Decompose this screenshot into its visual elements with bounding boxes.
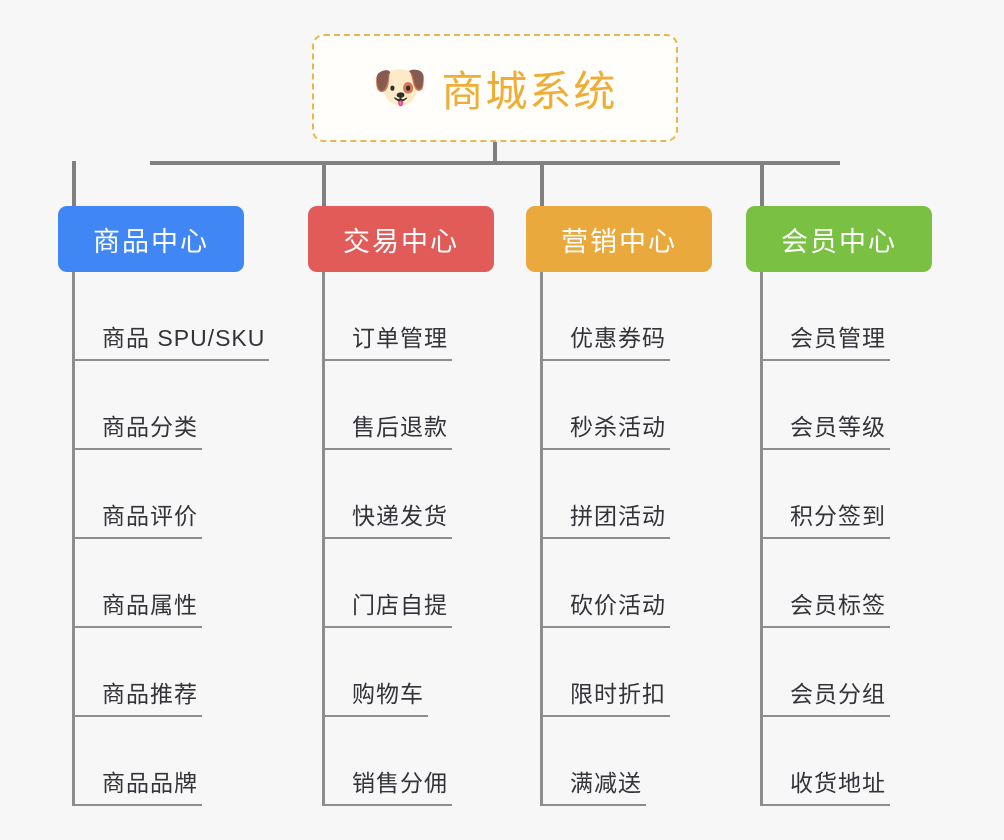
leaf-connector-rule (760, 626, 790, 628)
leaf-item[interactable]: 积分签到 (760, 450, 890, 539)
connector-drop-member-center (760, 161, 764, 209)
leaf-label: 订单管理 (348, 319, 452, 361)
leaf-column-product-center: 商品 SPU/SKU 商品分类商品评价商品属性商品推荐商品品牌 (72, 272, 270, 806)
leaf-connector-rule (760, 359, 790, 361)
leaf-label: 商品品牌 (98, 764, 202, 806)
leaf-label: 收货地址 (786, 764, 890, 806)
leaf-label: 销售分佣 (348, 764, 452, 806)
leaf-item[interactable]: 砍价活动 (540, 539, 670, 628)
leaf-connector-rule (72, 804, 102, 806)
leaf-connector-rule (540, 448, 570, 450)
leaf-label: 商品 SPU/SKU (98, 319, 270, 361)
leaf-item[interactable]: 会员标签 (760, 539, 890, 628)
leaf-connector-rule (540, 537, 570, 539)
leaf-item[interactable]: 商品品牌 (72, 717, 269, 806)
category-label: 商品中心 (93, 226, 209, 257)
leaf-connector-rule (540, 715, 570, 717)
leaf-connector-rule (72, 448, 102, 450)
leaf-label: 优惠券码 (566, 319, 670, 361)
leaf-connector-rule (322, 448, 352, 450)
leaf-item[interactable]: 购物车 (322, 628, 452, 717)
leaf-connector-rule (322, 359, 352, 361)
leaf-label: 快递发货 (348, 497, 452, 539)
leaf-item[interactable]: 满减送 (540, 717, 670, 806)
leaf-connector-rule (322, 804, 352, 806)
leaf-item[interactable]: 商品推荐 (72, 628, 269, 717)
leaf-item[interactable]: 商品评价 (72, 450, 269, 539)
leaf-item[interactable]: 会员等级 (760, 361, 890, 450)
leaf-item[interactable]: 会员分组 (760, 628, 890, 717)
leaf-label: 砍价活动 (566, 586, 670, 628)
leaf-label: 商品推荐 (98, 675, 202, 717)
leaf-connector-rule (760, 804, 790, 806)
leaf-connector-rule (760, 448, 790, 450)
leaf-connector-rule (322, 537, 352, 539)
leaf-connector-rule (760, 537, 790, 539)
leaf-connector-rule (72, 715, 102, 717)
leaf-column-trade-center: 订单管理售后退款快递发货门店自提购物车销售分佣 (322, 272, 452, 806)
leaf-label: 秒杀活动 (566, 408, 670, 450)
root-node[interactable]: 🐶 商城系统 (312, 34, 678, 142)
connector-horizontal-bus (150, 161, 840, 165)
leaf-item[interactable]: 快递发货 (322, 450, 452, 539)
leaf-label: 限时折扣 (566, 675, 670, 717)
leaf-connector-rule (72, 626, 102, 628)
category-box-member-center[interactable]: 会员中心 (746, 206, 932, 272)
leaf-connector-rule (322, 626, 352, 628)
leaf-connector-rule (540, 804, 570, 806)
leaf-label: 拼团活动 (566, 497, 670, 539)
leaf-item[interactable]: 销售分佣 (322, 717, 452, 806)
leaf-label: 门店自提 (348, 586, 452, 628)
leaf-label: 售后退款 (348, 408, 452, 450)
leaf-item[interactable]: 商品 SPU/SKU (72, 272, 270, 361)
leaf-spine (540, 272, 543, 806)
leaf-connector-rule (540, 359, 570, 361)
leaf-label: 商品属性 (98, 586, 202, 628)
category-box-marketing-center[interactable]: 营销中心 (526, 206, 712, 272)
leaf-item[interactable]: 售后退款 (322, 361, 452, 450)
leaf-connector-rule (760, 715, 790, 717)
leaf-label: 满减送 (566, 764, 646, 806)
leaf-spine (72, 272, 75, 806)
root-title: 商城系统 (441, 67, 618, 115)
leaf-item[interactable]: 优惠券码 (540, 272, 670, 361)
leaf-item[interactable]: 会员管理 (760, 272, 890, 361)
category-box-product-center[interactable]: 商品中心 (58, 206, 244, 272)
leaf-label: 会员分组 (786, 675, 890, 717)
leaf-connector-rule (540, 626, 570, 628)
connector-drop-marketing-center (540, 161, 544, 209)
leaf-item[interactable]: 订单管理 (322, 272, 452, 361)
leaf-connector-rule (322, 715, 352, 717)
leaf-item[interactable]: 拼团活动 (540, 450, 670, 539)
leaf-column-marketing-center: 优惠券码秒杀活动拼团活动砍价活动限时折扣满减送 (540, 272, 670, 806)
leaf-item[interactable]: 商品属性 (72, 539, 269, 628)
leaf-spine (322, 272, 325, 806)
category-label: 交易中心 (343, 226, 459, 257)
leaf-label: 商品分类 (98, 408, 202, 450)
category-label: 会员中心 (781, 226, 897, 257)
category-label: 营销中心 (561, 226, 677, 257)
leaf-item[interactable]: 门店自提 (322, 539, 452, 628)
leaf-label: 会员等级 (786, 408, 890, 450)
leaf-label: 会员标签 (786, 586, 890, 628)
dog-face-icon: 🐶 (372, 63, 428, 112)
leaf-connector-rule (72, 537, 102, 539)
leaf-label: 购物车 (348, 675, 428, 717)
leaf-label: 积分签到 (786, 497, 890, 539)
leaf-item[interactable]: 商品分类 (72, 361, 269, 450)
connector-drop-product-center (72, 161, 76, 209)
connector-drop-trade-center (322, 161, 326, 209)
leaf-connector-rule (72, 359, 102, 361)
category-box-trade-center[interactable]: 交易中心 (308, 206, 494, 272)
leaf-column-member-center: 会员管理会员等级积分签到会员标签会员分组收货地址 (760, 272, 890, 806)
connector-root-stem (493, 142, 497, 164)
leaf-item[interactable]: 收货地址 (760, 717, 890, 806)
leaf-label: 商品评价 (98, 497, 202, 539)
leaf-item[interactable]: 秒杀活动 (540, 361, 670, 450)
leaf-spine (760, 272, 763, 806)
leaf-label: 会员管理 (786, 319, 890, 361)
leaf-item[interactable]: 限时折扣 (540, 628, 670, 717)
